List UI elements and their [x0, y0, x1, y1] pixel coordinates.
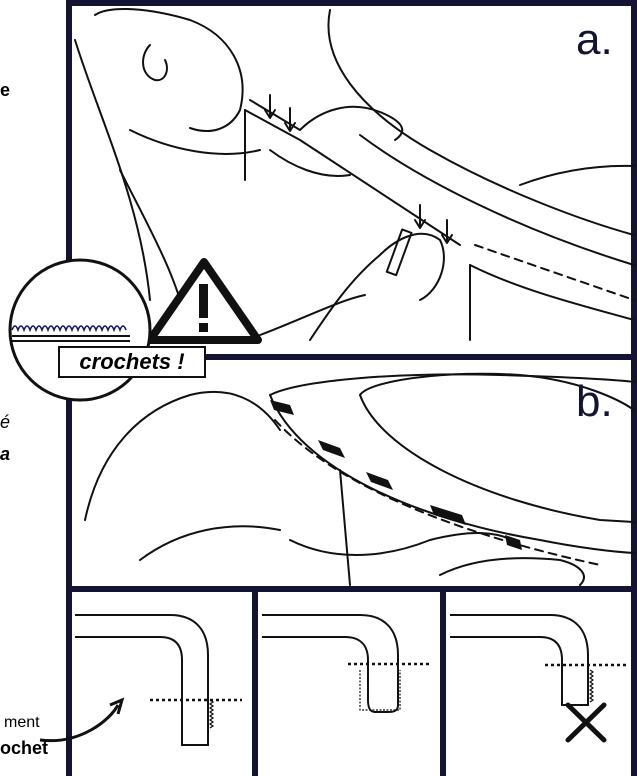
bend-step-1 — [39, 614, 242, 746]
panel-frames — [66, 0, 637, 776]
crochets-text: crochets ! — [79, 349, 185, 374]
hook-detail-magnifier — [8, 258, 152, 402]
warning-icon — [146, 258, 262, 344]
panel-a-illustration — [74, 7, 635, 341]
side-text-fragment-e: e — [0, 80, 11, 100]
panel-b-illustration — [84, 372, 635, 586]
side-text-fragment-e-accent: é — [0, 412, 11, 432]
cross-icon — [565, 702, 607, 743]
side-text-fragment-a: a — [0, 444, 11, 464]
crochets-callout: crochets ! — [58, 346, 206, 378]
side-text-fragment-ment: ment — [4, 714, 40, 731]
bend-step-3 — [450, 614, 628, 706]
side-text-fragment-ochet: ochet — [0, 738, 49, 758]
panel-b-label: b. — [576, 377, 613, 426]
bend-step-2 — [262, 614, 432, 713]
rim-segments — [270, 400, 522, 550]
panel-a-label: a. — [576, 15, 613, 64]
